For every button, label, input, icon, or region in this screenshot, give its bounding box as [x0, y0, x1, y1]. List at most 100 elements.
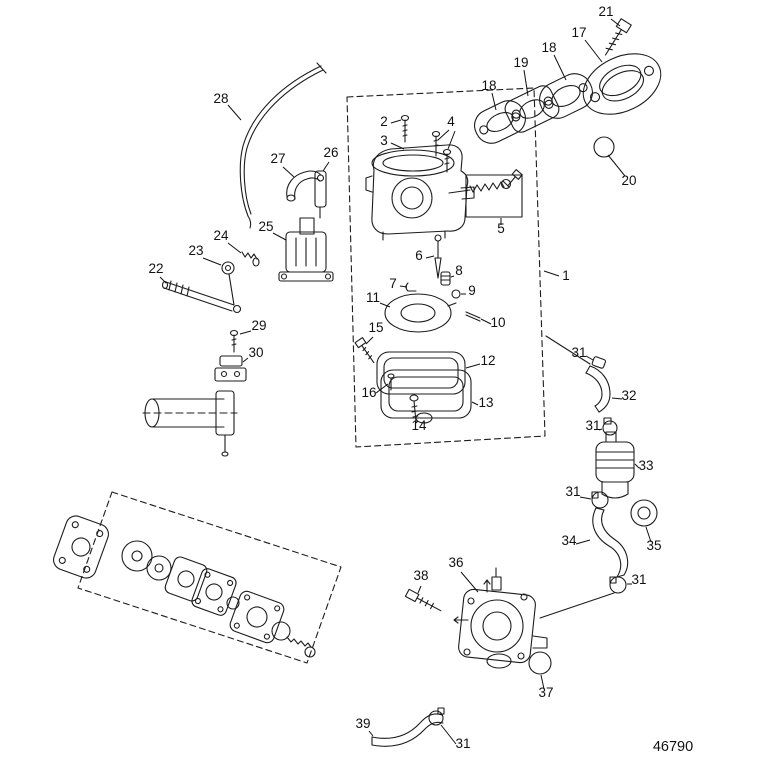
callout-27: 27: [270, 151, 285, 166]
float-bowl: [380, 369, 472, 424]
callout-18: 18: [541, 40, 556, 55]
callout-leader-33: [634, 463, 640, 469]
grommet: [630, 499, 658, 527]
callout-39: 39: [355, 716, 370, 731]
callout-leader-4: [437, 129, 450, 141]
callout-leader-34: [575, 539, 591, 545]
callout-leader-31: [440, 724, 457, 745]
fuel-pump: [453, 567, 548, 669]
idle-screw: [354, 337, 375, 364]
callout-25: 25: [258, 219, 273, 234]
callout-3: 3: [380, 133, 388, 148]
callout-leader-3: [390, 142, 405, 150]
fuel-hose-elbow: [585, 365, 611, 413]
carburetor-body: [365, 144, 475, 241]
callout-22: 22: [148, 261, 163, 276]
callout-leader-6: [425, 255, 435, 259]
orientation-arrow-left: [453, 616, 469, 624]
callout-11: 11: [366, 290, 380, 305]
callout-24: 24: [213, 228, 229, 243]
callout-7: 7: [389, 276, 397, 291]
callout-5: 5: [497, 221, 505, 236]
callout-32: 32: [621, 388, 636, 403]
callout-31: 31: [585, 418, 600, 433]
callout-21: 21: [598, 4, 613, 19]
flange-gasket-outer: [539, 73, 593, 119]
callout-16: 16: [361, 385, 376, 400]
fuel-filter: [595, 431, 635, 499]
callout-leader-10: [480, 318, 492, 325]
callout-23: 23: [188, 243, 203, 258]
callout-leader-31: [585, 355, 594, 361]
callout-leader-18: [553, 54, 567, 81]
callout-leader-21: [610, 18, 621, 27]
callout-35: 35: [646, 538, 661, 553]
carburetor-kit-boundary: [346, 87, 546, 448]
callout-leader-11: [379, 302, 391, 308]
callout-18: 18: [481, 78, 496, 93]
callout-14: 14: [411, 418, 427, 433]
cable-bracket: [314, 170, 327, 219]
callout-leader-29: [239, 330, 252, 335]
hose-clamp-b: [602, 417, 618, 436]
callout-19: 19: [513, 55, 528, 70]
callout-29: 29: [251, 318, 266, 333]
callout-15: 15: [368, 320, 383, 335]
drawing-number: 46790: [653, 739, 693, 755]
jet-gasket: [451, 289, 461, 299]
hose-clamp-d: [609, 576, 627, 594]
callout-leader-28: [227, 104, 242, 121]
callout-leader-8: [450, 275, 455, 278]
callout-leader-35: [645, 526, 652, 543]
callout-26: 26: [323, 145, 338, 160]
callout-leader-39: [368, 730, 374, 737]
callout-28: 28: [213, 91, 228, 106]
callout-leader-14: [415, 420, 419, 424]
callout-leader-38: [417, 585, 422, 594]
callout-leader-16: [375, 383, 389, 394]
carb-to-hose-leader: [545, 335, 591, 365]
callout-31: 31: [631, 572, 646, 587]
callout-leader-32: [611, 397, 623, 400]
callout-leader-1: [543, 270, 560, 277]
callout-leader-36: [460, 571, 479, 593]
flange-spacer-plate: [504, 85, 560, 133]
callout-31: 31: [455, 736, 470, 751]
hose-clamp-e: [428, 707, 445, 726]
main-jet: [440, 271, 451, 286]
callout-leader-22: [159, 276, 167, 284]
callout-leader-23: [202, 257, 222, 266]
callout-leader-12: [465, 363, 481, 369]
callout-leader-4: [447, 130, 456, 150]
fuel-pump-kit-parts: [53, 515, 316, 658]
outlet-hose: [371, 713, 444, 747]
fuel-pump-kit-boundary: [77, 491, 342, 664]
callout-leader-26: [322, 161, 330, 172]
mixture-screw-assembly: [448, 169, 523, 218]
callout-8: 8: [455, 263, 463, 278]
callout-33: 33: [638, 458, 653, 473]
callout-leader-13: [471, 401, 479, 406]
callout-38: 38: [413, 568, 428, 583]
callout-4: 4: [447, 114, 455, 129]
callout-leader-25: [272, 232, 287, 241]
pump-screw: [404, 588, 442, 612]
callout-leader-2: [390, 119, 402, 124]
mounting-bolt: [604, 18, 632, 56]
ignition-coil: [278, 217, 334, 282]
callout-2: 2: [380, 114, 388, 129]
callout-34: 34: [561, 533, 577, 548]
callout-37: 37: [538, 685, 553, 700]
callout-31: 31: [565, 484, 580, 499]
link-collar: [221, 261, 235, 275]
callout-leader-27: [282, 166, 295, 178]
callout-31: 31: [571, 345, 586, 360]
bowl-screw: [409, 394, 419, 423]
callout-leader-37: [540, 674, 545, 690]
callout-12: 12: [480, 353, 495, 368]
vent-hose: [286, 170, 322, 202]
hose-clamp-a: [591, 356, 606, 369]
link-spring: [241, 251, 260, 267]
